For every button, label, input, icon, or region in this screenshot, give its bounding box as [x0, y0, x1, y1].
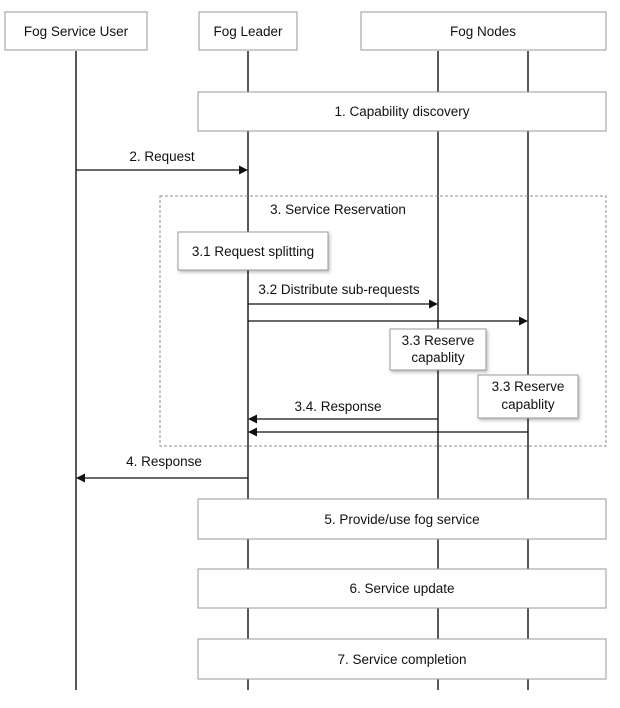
request-splitting-box: 3.1 Request splitting	[177, 231, 329, 271]
reserve-capability-box-1: 3.3 Reserve capablity	[389, 328, 487, 371]
participant-leader-label: Fog Leader	[213, 24, 283, 39]
response-34-label: 3.4. Response	[294, 399, 381, 414]
step-service-update-label: 6. Service update	[349, 581, 454, 596]
reserve-capability-1-line1: 3.3 Reserve	[402, 333, 475, 348]
reserve-capability-box-2: 3.3 Reserve capablity	[477, 374, 579, 419]
step-provide-use-label: 5. Provide/use fog service	[324, 512, 479, 527]
step-service-update: 6. Service update	[197, 568, 607, 609]
request-splitting-label: 3.1 Request splitting	[192, 244, 314, 259]
step-service-completion: 7. Service completion	[197, 638, 607, 680]
reserve-capability-2-line2: capablity	[501, 397, 555, 412]
participant-nodes-label: Fog Nodes	[450, 24, 516, 39]
step-capability-discovery: 1. Capability discovery	[197, 91, 607, 132]
participant-nodes: Fog Nodes	[360, 11, 607, 51]
participant-user: Fog Service User	[4, 11, 148, 51]
step-capability-discovery-label: 1. Capability discovery	[334, 104, 469, 119]
reserve-capability-2-line1: 3.3 Reserve	[492, 379, 565, 394]
service-reservation-label: 3. Service Reservation	[270, 202, 406, 217]
distribute-label: 3.2 Distribute sub-requests	[258, 282, 420, 297]
step-service-completion-label: 7. Service completion	[337, 652, 466, 667]
reserve-capability-1-line2: capablity	[411, 350, 465, 365]
participant-leader: Fog Leader	[198, 11, 298, 51]
step-provide-use: 5. Provide/use fog service	[197, 498, 607, 540]
service-reservation-group	[159, 195, 607, 447]
response-4-label: 4. Response	[126, 454, 202, 469]
request-label: 2. Request	[129, 149, 195, 164]
participant-user-label: Fog Service User	[24, 24, 129, 39]
